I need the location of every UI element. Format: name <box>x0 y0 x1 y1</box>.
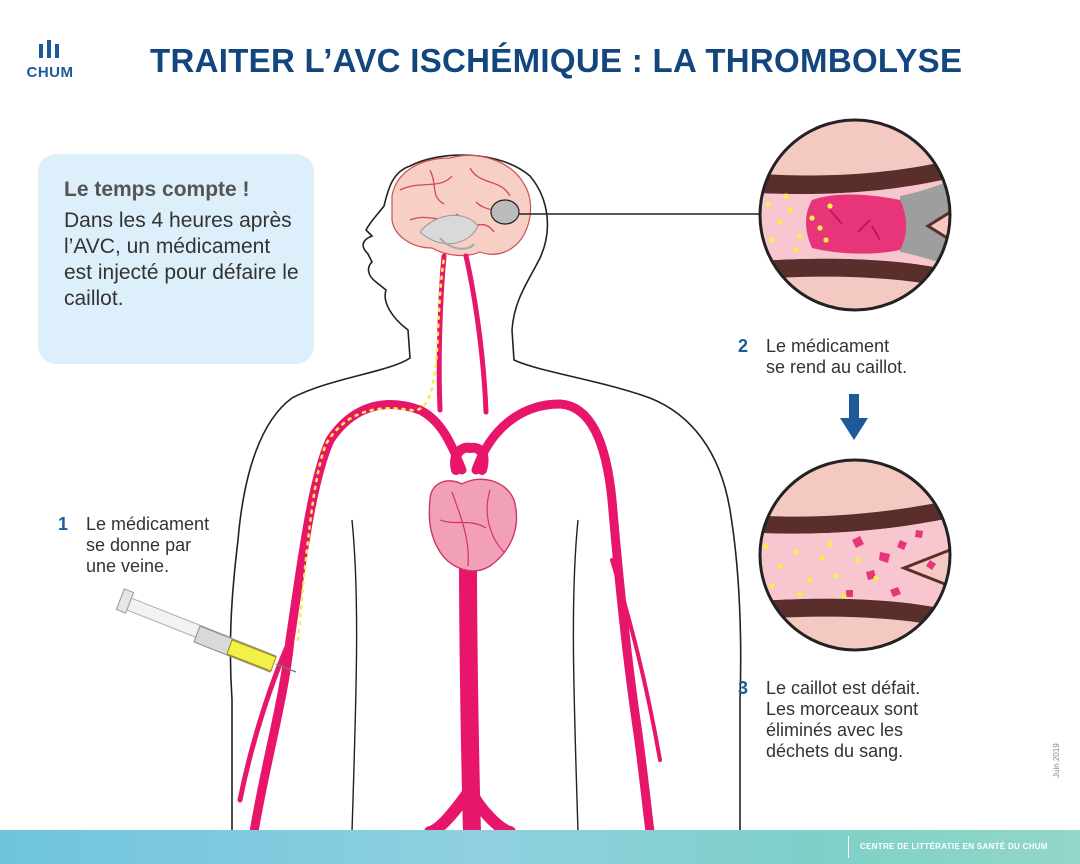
brain <box>391 154 532 257</box>
info-box-heading: Le temps compte ! <box>64 178 250 201</box>
footer-bar: CENTRE DE LITTÉRATIE EN SANTÉ DU CHUM <box>0 830 1080 864</box>
vessel-clot-dissolved <box>758 458 952 652</box>
page-title: TRAITER L’AVC ISCHÉMIQUE : LA THROMBOLYS… <box>150 42 963 79</box>
chum-logo: CHUM <box>22 40 78 88</box>
chum-logo-icon <box>39 40 59 58</box>
body-outline <box>229 154 742 832</box>
syringe-icon <box>115 588 297 673</box>
step-3-text: Le caillot est défait. Les morceaux sont… <box>766 678 921 761</box>
footer-divider <box>848 836 849 858</box>
step-1-text: Le médicament se donne par une veine. <box>86 514 210 576</box>
step-2-text: Le médicament se rend au caillot. <box>766 336 908 377</box>
step-3-number: 3 <box>738 678 749 698</box>
step-1-number: 1 <box>58 514 69 534</box>
vessel-with-clot <box>758 118 952 312</box>
footer-organization: CENTRE DE LITTÉRATIE EN SANTÉ DU CHUM <box>860 842 1048 851</box>
step-2-number: 2 <box>738 336 749 356</box>
info-box: Le temps compte ! Dans les 4 heures aprè… <box>38 154 314 364</box>
logo-text: CHUM <box>26 64 74 81</box>
publication-date: Juin 2019 <box>1052 743 1061 778</box>
heart <box>428 478 518 572</box>
info-box-body: Dans les 4 heures après l’AVC, un médica… <box>64 209 299 310</box>
down-arrow-icon <box>840 394 868 440</box>
